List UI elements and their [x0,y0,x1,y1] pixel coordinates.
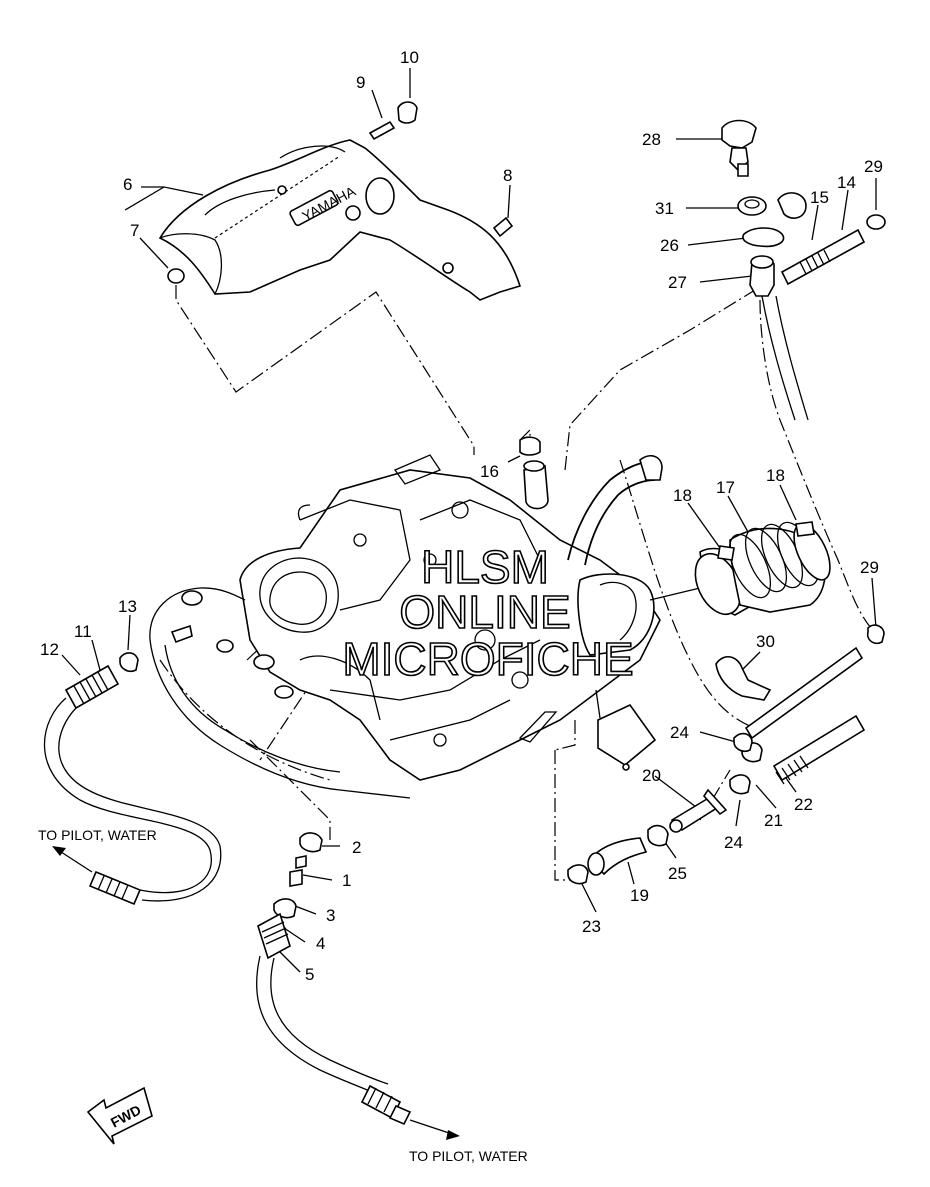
callout-21: 20 [642,766,661,785]
screw-9 [368,120,396,141]
filler-cap-parts [721,119,886,248]
pipe-14 [780,228,866,286]
cover-small-parts [167,101,514,284]
watermark-line1: HLSM [421,541,549,593]
callout-1: 1 [342,871,351,890]
callout-13: 13 [118,597,137,616]
watermark-line2: ONLINE [399,586,570,638]
callout-25: 25 [668,864,687,883]
callout-3: 3 [326,906,335,925]
callout-29-right: 29 [860,558,879,577]
watermark-line3: MICROFICHE [342,633,633,685]
ribs-23 [775,755,809,785]
ribs-15 [799,249,831,275]
exhaust-manifold [149,587,411,799]
leader-lines [61,68,877,973]
callout-17: 17 [716,478,735,497]
callout-20: 23 [582,917,601,936]
to-pilot-note-left: TO PILOT, WATER [38,827,157,843]
callout-26: 26 [660,236,679,255]
callout-2: 2 [352,838,361,857]
callout-30: 30 [756,632,775,651]
callout-4: 4 [316,934,325,953]
callout-7: 7 [130,221,139,240]
callout-27: 27 [668,273,687,292]
callout-14: 14 [837,173,856,192]
callout-9: 9 [356,73,365,92]
callout-24-top: 24 [670,723,689,742]
grommet-7 [167,268,185,284]
callout-31: 31 [655,199,674,218]
callout-28: 28 [642,130,661,149]
callout-29-top: 29 [864,157,883,176]
exhaust-cover-part: YAMAHA [158,139,522,301]
cap-10 [397,101,418,124]
callout-19: 19 [630,886,649,905]
center-bottom-hose [255,832,460,1140]
callout-15: 15 [810,188,829,207]
engine-assembly [239,454,701,781]
callout-11: 11 [74,622,92,641]
callout-5: 5 [305,965,314,984]
callout-23: 22 [794,795,813,814]
callout-24-bottom: 24 [724,833,743,852]
callout-6: 6 [123,175,132,194]
callout-18-left: 18 [673,486,692,505]
callout-10: 10 [400,48,419,67]
to-pilot-note-bottom: TO PILOT, WATER [409,1148,528,1164]
left-hose [43,652,222,906]
clip-8 [492,216,514,238]
callout-8: 8 [503,166,512,185]
fwd-arrow: FWD [86,1086,153,1145]
callout-12: 12 [40,640,59,659]
callout-18-right: 18 [766,466,785,485]
callout-22: 21 [764,811,783,830]
watermark: HLSM ONLINE MICROFICHE [342,540,635,686]
hoses [519,228,885,885]
callout-16: 16 [480,462,499,481]
